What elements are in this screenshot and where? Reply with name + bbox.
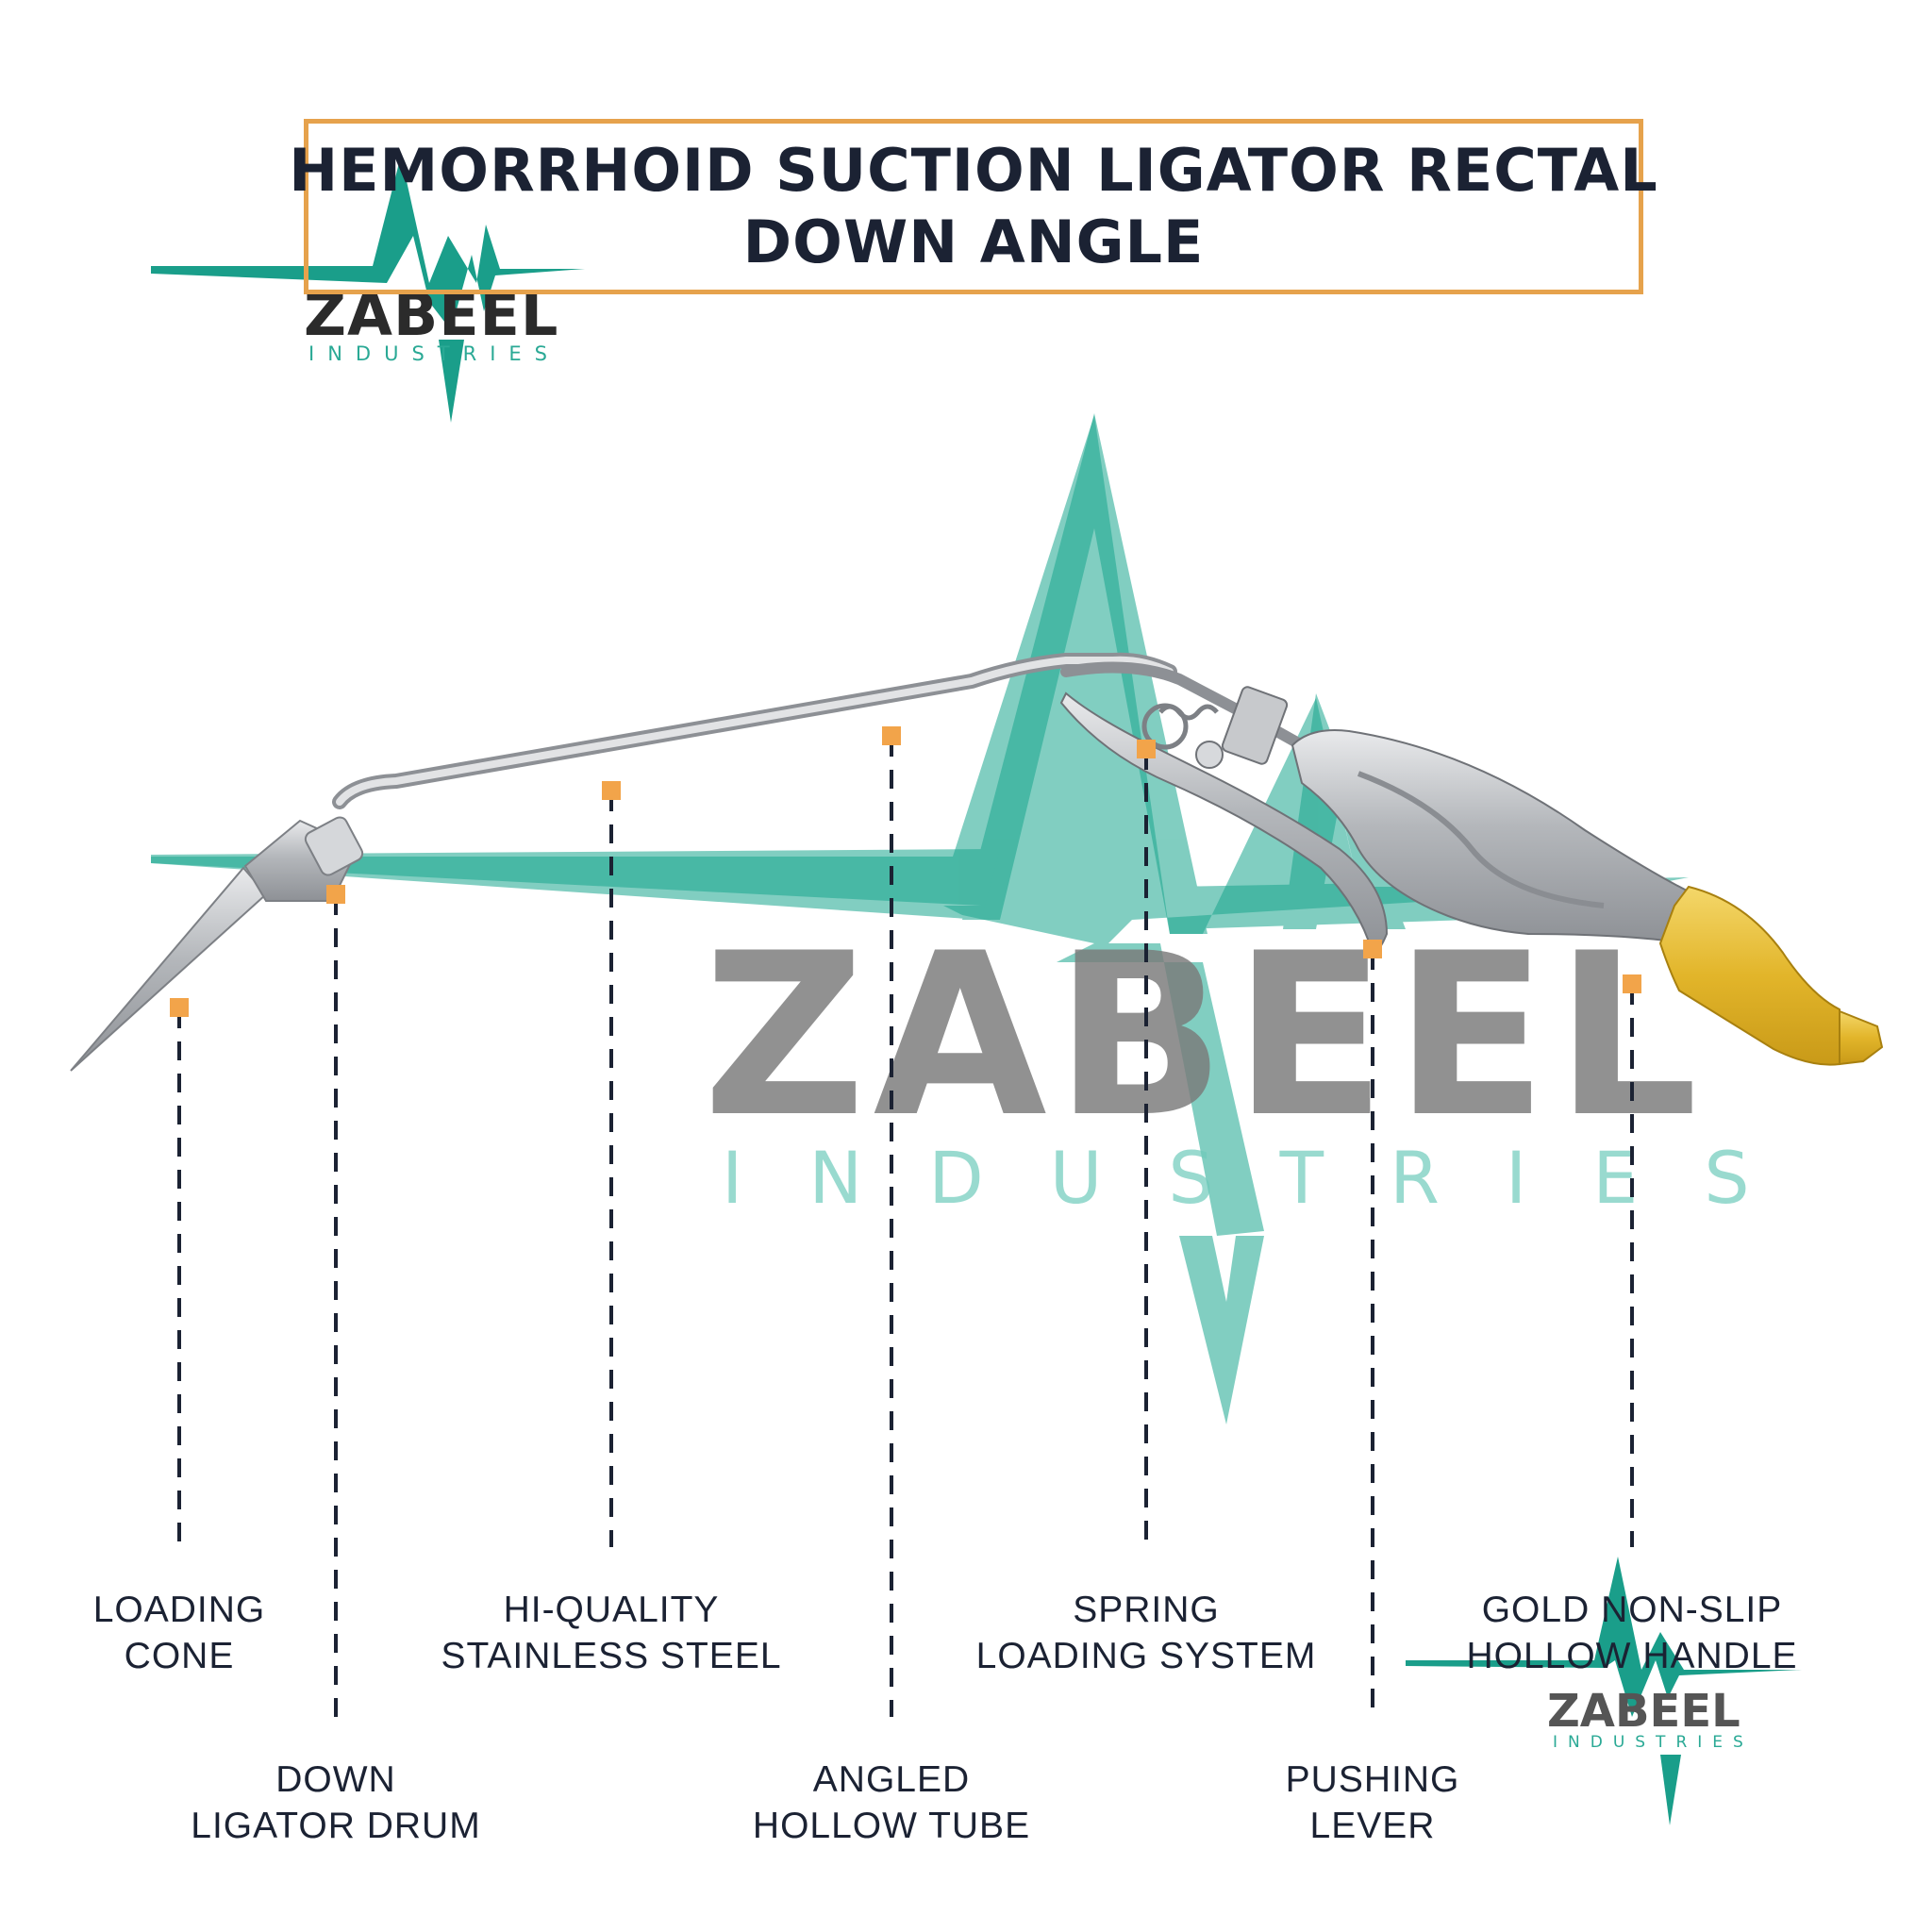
marker-spring bbox=[1137, 740, 1156, 758]
title-line-2: DOWN ANGLE bbox=[742, 208, 1205, 276]
title-box: HEMORRHOID SUCTION LIGATOR RECTAL DOWN A… bbox=[289, 119, 1657, 294]
watermark-brand-sub: INDUSTRIES bbox=[722, 1136, 1816, 1220]
spring-mechanism bbox=[1141, 686, 1289, 769]
label-tube-line1: ANGLED bbox=[812, 1759, 971, 1800]
marker-drum bbox=[326, 885, 345, 904]
label-down-ligator-drum: DOWN LIGATOR DRUM bbox=[138, 1757, 534, 1849]
label-hi-quality-steel: HI-QUALITY STAINLESS STEEL bbox=[413, 1587, 809, 1679]
label-lever-line2: LEVER bbox=[1309, 1806, 1436, 1846]
zabeel-logo-bottom-text: ZABEEL bbox=[1547, 1685, 1740, 1738]
handle-gold bbox=[1658, 885, 1840, 1066]
label-loading-cone-line2: CONE bbox=[124, 1636, 235, 1676]
marker-points bbox=[170, 726, 1641, 1017]
label-steel-line2: STAINLESS STEEL bbox=[441, 1636, 782, 1676]
label-angled-hollow-tube: ANGLED HOLLOW TUBE bbox=[693, 1757, 1090, 1849]
marker-tube bbox=[882, 726, 901, 745]
label-spring-line2: LOADING SYSTEM bbox=[975, 1636, 1317, 1676]
label-steel-line1: HI-QUALITY bbox=[503, 1590, 720, 1630]
watermark-brand-name: ZABEEL bbox=[703, 906, 1706, 1167]
loading-cone bbox=[70, 866, 268, 1072]
label-lever-line1: PUSHING bbox=[1285, 1759, 1460, 1800]
zabeel-logo-bottom-sub: INDUSTRIES bbox=[1553, 1733, 1754, 1752]
handle-steel bbox=[1291, 729, 1690, 945]
marker-loading-cone bbox=[170, 998, 189, 1017]
zabeel-logo-bottom: ZABEEL INDUSTRIES bbox=[1406, 1557, 1802, 1825]
label-handle-line1: GOLD NON-SLIP bbox=[1481, 1590, 1783, 1630]
leader-lines bbox=[177, 738, 1634, 1717]
label-loading-cone: LOADING CONE bbox=[0, 1587, 377, 1679]
label-drum-line1: DOWN bbox=[275, 1759, 396, 1800]
title-line-1: HEMORRHOID SUCTION LIGATOR RECTAL bbox=[289, 136, 1658, 205]
zabeel-logo-top-sub: INDUSTRIES bbox=[308, 342, 560, 365]
label-gold-handle: GOLD NON-SLIP HOLLOW HANDLE bbox=[1434, 1587, 1830, 1679]
label-pushing-lever: PUSHING LEVER bbox=[1174, 1757, 1571, 1849]
label-spring-loading-system: SPRING LOADING SYSTEM bbox=[948, 1587, 1344, 1679]
label-spring-line1: SPRING bbox=[1073, 1590, 1220, 1630]
marker-lever bbox=[1363, 940, 1382, 958]
watermark-brand: ZABEEL INDUSTRIES bbox=[703, 906, 1816, 1220]
marker-steel bbox=[602, 781, 621, 800]
label-loading-cone-line1: LOADING bbox=[92, 1590, 266, 1630]
marker-handle bbox=[1623, 974, 1641, 993]
label-tube-line2: HOLLOW TUBE bbox=[752, 1806, 1031, 1846]
label-handle-line2: HOLLOW HANDLE bbox=[1466, 1636, 1798, 1676]
label-drum-line2: LIGATOR DRUM bbox=[191, 1806, 481, 1846]
